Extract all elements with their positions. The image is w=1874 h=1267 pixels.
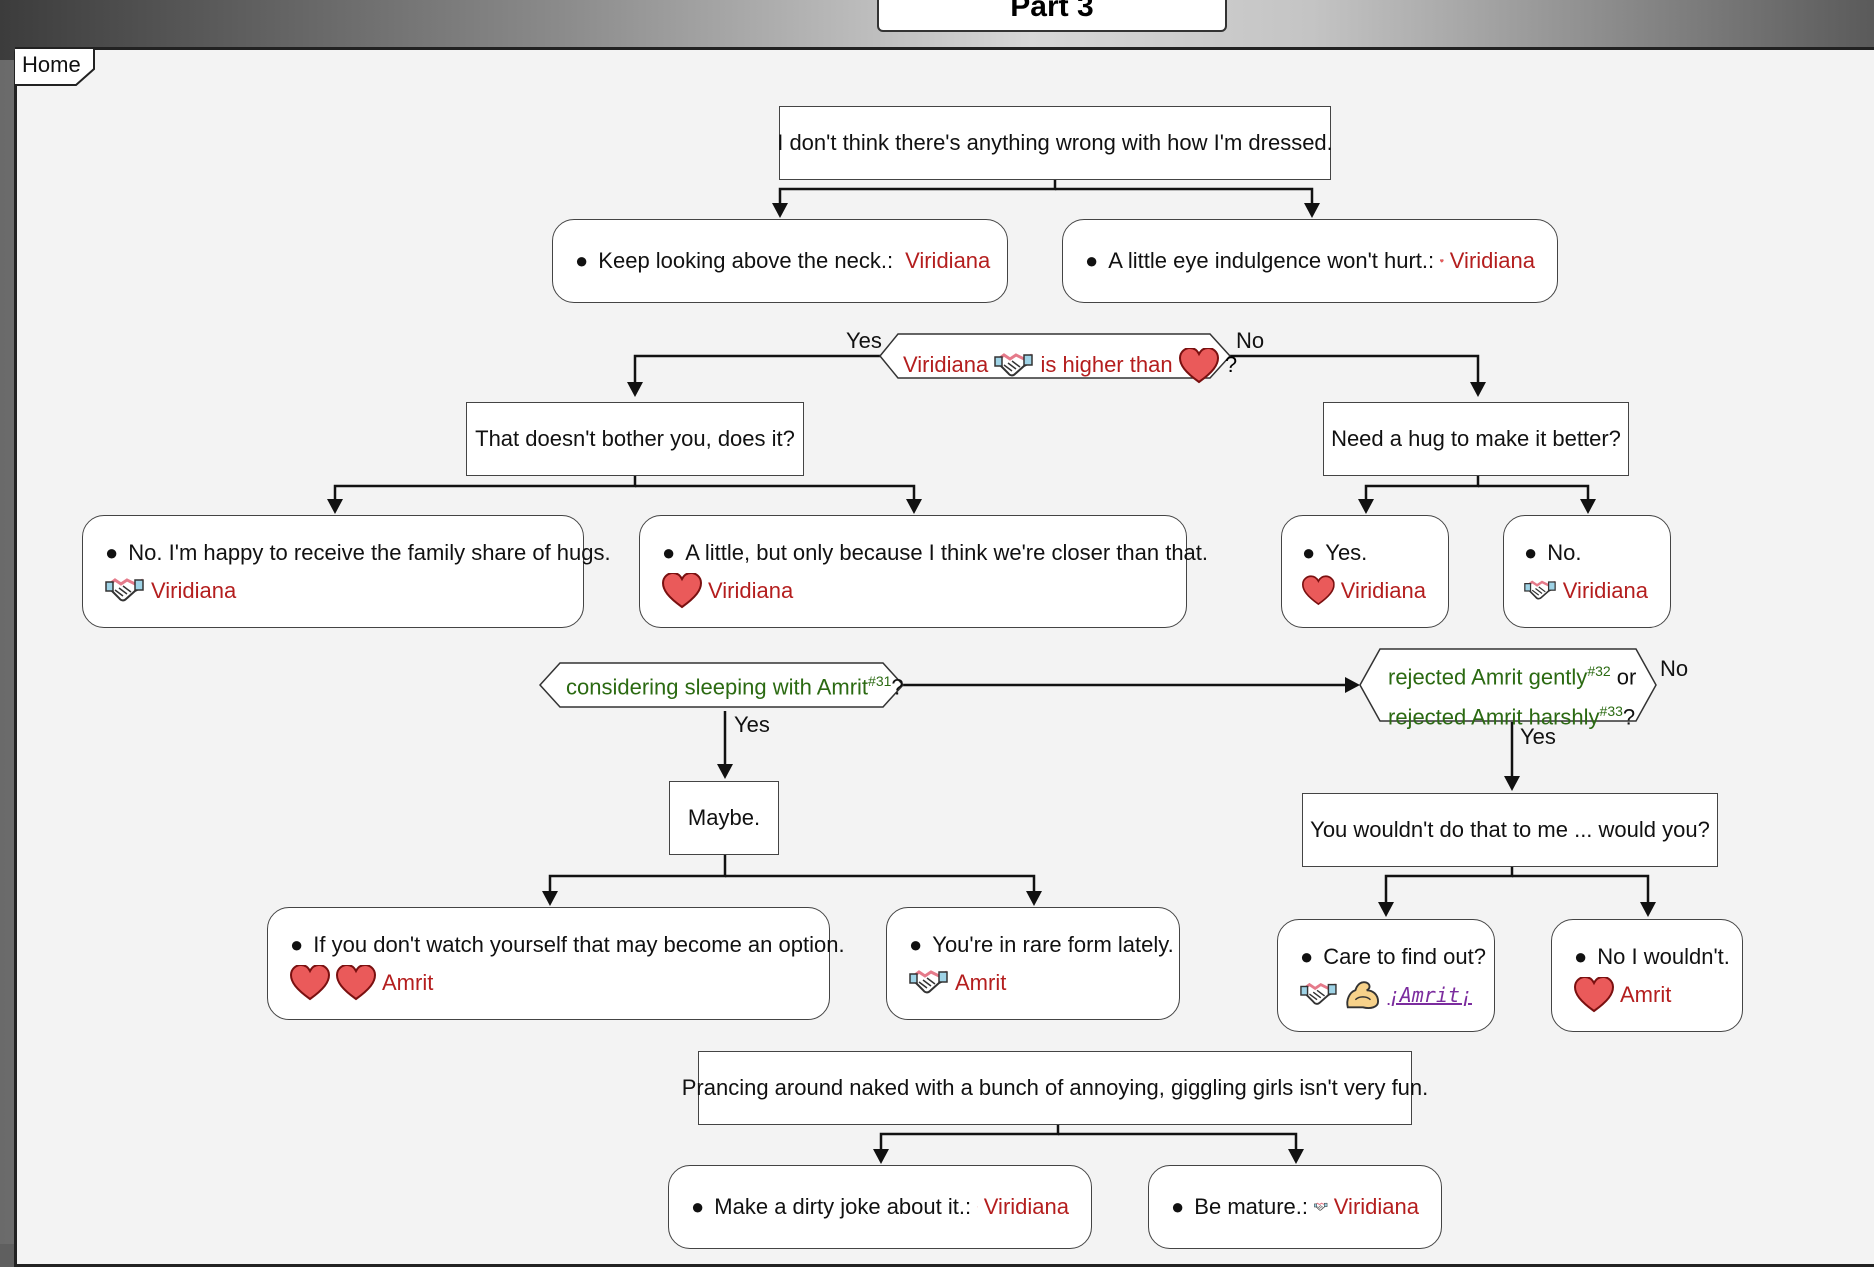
decision-sleeping-amrit: considering sleeping with Amrit#31? bbox=[566, 673, 904, 700]
yes-label: Yes bbox=[846, 328, 882, 353]
character-name: Viridiana bbox=[1562, 578, 1648, 603]
character-name: Viridiana bbox=[903, 351, 989, 377]
bullet: ● bbox=[575, 248, 589, 273]
choice-option[interactable]: ● You're in rare form lately. Amrit bbox=[886, 907, 1180, 1020]
home-link[interactable]: Home bbox=[22, 52, 81, 77]
dialogue-node: Need a hug to make it better? bbox=[1323, 402, 1629, 476]
decision-question-mark: ? bbox=[891, 674, 904, 700]
condition-ref[interactable]: #31 bbox=[868, 673, 892, 689]
handshake-icon bbox=[909, 968, 949, 998]
character-name: Viridiana bbox=[708, 578, 794, 603]
flexing-arm-icon bbox=[1344, 978, 1382, 1012]
handshake-icon bbox=[1300, 980, 1338, 1010]
option-text: Yes. bbox=[1325, 540, 1368, 565]
condition-text: rejected Amrit harshly bbox=[1388, 704, 1600, 730]
heart-icon bbox=[1179, 348, 1219, 384]
option-text: No. I'm happy to receive the family shar… bbox=[128, 540, 611, 565]
choice-option[interactable]: ● If you don't watch yourself that may be… bbox=[267, 907, 845, 1020]
bullet: ● bbox=[909, 932, 923, 957]
option-text: Keep looking above the neck.: bbox=[598, 248, 894, 273]
condition-text: considering sleeping with Amrit bbox=[566, 674, 869, 700]
bullet: ● bbox=[1171, 1194, 1185, 1219]
choice-option[interactable]: ● Care to find out? ¡Amrit¡ bbox=[1277, 919, 1495, 1032]
decision-compare-text: is higher than bbox=[1040, 351, 1173, 377]
handshake-icon bbox=[994, 351, 1034, 381]
heart-icon bbox=[977, 1189, 978, 1225]
choice-option[interactable]: ● No. Viridiana bbox=[1503, 515, 1671, 628]
bullet: ● bbox=[691, 1194, 705, 1219]
condition-ref[interactable]: #32 bbox=[1587, 663, 1611, 679]
decision-viridiana-affection: Viridiana is higher than ? bbox=[903, 348, 1237, 384]
tab-outline bbox=[15, 47, 95, 86]
option-text: Make a dirty joke about it.: bbox=[714, 1194, 972, 1219]
character-name: Amrit bbox=[955, 970, 1007, 995]
dialogue-node: I don't think there's anything wrong wit… bbox=[777, 106, 1333, 180]
bullet: ● bbox=[1524, 540, 1538, 565]
bullet: ● bbox=[290, 932, 304, 957]
dialogue-node: You wouldn't do that to me ... would you… bbox=[1302, 793, 1718, 867]
condition-text: rejected Amrit gently bbox=[1388, 664, 1588, 690]
condition-ref[interactable]: #33 bbox=[1599, 703, 1623, 720]
choice-option[interactable]: ● Keep looking above the neck.: Viridiana bbox=[552, 219, 1008, 303]
home-tab[interactable]: Home bbox=[14, 47, 96, 87]
heart-icon bbox=[1440, 243, 1444, 279]
choice-option[interactable]: ● Be mature.: Viridiana bbox=[1148, 1165, 1442, 1249]
character-name: Viridiana bbox=[983, 1194, 1069, 1219]
character-name: Viridiana bbox=[1449, 248, 1535, 273]
handshake-icon bbox=[105, 576, 145, 606]
bullet: ● bbox=[662, 540, 676, 565]
bullet: ● bbox=[1300, 944, 1314, 969]
option-text: No. bbox=[1547, 540, 1582, 565]
bullet: ● bbox=[1302, 540, 1316, 565]
character-name: Viridiana bbox=[1340, 578, 1426, 603]
no-label: No bbox=[1660, 656, 1689, 681]
yes-label: Yes bbox=[734, 712, 770, 737]
character-name: Amrit bbox=[382, 970, 434, 995]
page-title: Part 3 bbox=[877, 0, 1227, 32]
heart-icon bbox=[1574, 977, 1614, 1013]
character-name: Amrit bbox=[1620, 982, 1672, 1007]
option-text: Be mature.: bbox=[1194, 1194, 1309, 1219]
handshake-icon bbox=[1314, 1192, 1328, 1222]
character-name: Viridiana bbox=[1333, 1194, 1419, 1219]
character-name: Viridiana bbox=[905, 248, 991, 273]
decision-question-mark: ? bbox=[1622, 704, 1636, 730]
option-text: If you don't watch yourself that may bec… bbox=[313, 932, 845, 957]
dialogue-node: Prancing around naked with a bunch of an… bbox=[682, 1051, 1428, 1125]
or-text: or bbox=[1616, 664, 1637, 690]
heart-icon bbox=[290, 965, 330, 1001]
bullet: ● bbox=[1574, 944, 1588, 969]
option-text: A little, but only because I think we're… bbox=[685, 540, 1209, 565]
heart-icon bbox=[336, 965, 376, 1001]
character-name: Viridiana bbox=[151, 578, 237, 603]
choice-option[interactable]: ● No. I'm happy to receive the family sha… bbox=[82, 515, 611, 628]
option-text: No I wouldn't. bbox=[1597, 944, 1730, 969]
option-text: Care to find out? bbox=[1323, 944, 1486, 969]
heart-icon bbox=[662, 573, 702, 609]
handshake-icon bbox=[1524, 576, 1557, 606]
option-text: You're in rare form lately. bbox=[932, 932, 1174, 957]
decision-question-mark: ? bbox=[1224, 351, 1238, 377]
heart-icon bbox=[1302, 573, 1335, 609]
choice-option[interactable]: ● Make a dirty joke about it.: Viridiana bbox=[668, 1165, 1092, 1249]
choice-option[interactable]: ● No I wouldn't. Amrit bbox=[1551, 919, 1743, 1032]
choice-option[interactable]: ● A little, but only because I think we'r… bbox=[639, 515, 1208, 628]
bullet: ● bbox=[1085, 248, 1099, 273]
choice-option[interactable]: ● A little eye indulgence won't hurt.: Vi… bbox=[1062, 219, 1558, 303]
yes-label: Yes bbox=[1520, 724, 1556, 749]
decision-rejected-amrit: rejected Amrit gently#32 or rejected Amr… bbox=[1388, 654, 1636, 735]
character-link[interactable]: ¡Amrit¡ bbox=[1387, 983, 1472, 1007]
dialogue-node: Maybe. bbox=[669, 781, 779, 855]
bullet: ● bbox=[105, 540, 119, 565]
choice-option[interactable]: ● Yes. Viridiana bbox=[1281, 515, 1449, 628]
no-label: No bbox=[1236, 328, 1265, 353]
option-text: A little eye indulgence won't hurt.: bbox=[1108, 248, 1435, 273]
dialogue-node: That doesn't bother you, does it? bbox=[466, 402, 804, 476]
